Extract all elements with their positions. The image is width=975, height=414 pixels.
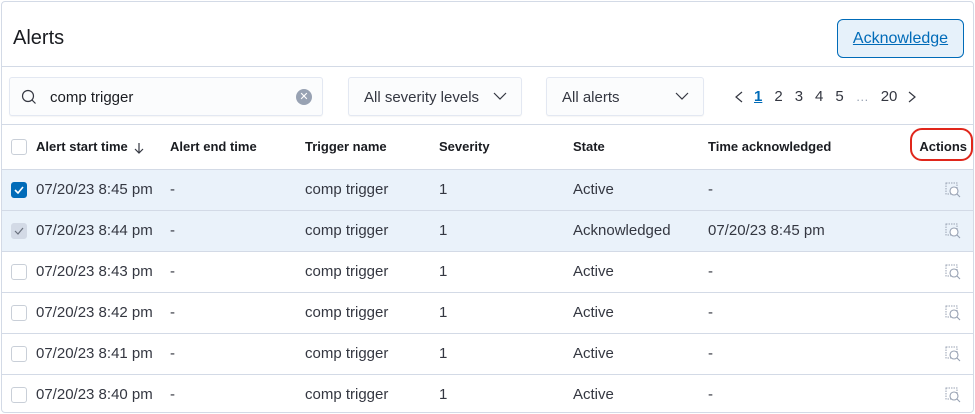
severity: 1 — [439, 333, 573, 375]
page-4-button[interactable]: 4 — [815, 88, 824, 105]
row-checkbox[interactable] — [11, 264, 27, 281]
state: Active — [573, 251, 708, 293]
state: Active — [573, 292, 708, 334]
severity: 1 — [439, 292, 573, 334]
table-row[interactable]: 07/20/23 8:40 pm - comp trigger 1 Active… — [2, 374, 973, 412]
state: Acknowledged — [573, 210, 708, 252]
inspect-icon[interactable] — [945, 346, 961, 362]
row-checkbox[interactable] — [11, 346, 27, 363]
chevron-down-icon — [675, 92, 689, 100]
inspect-icon[interactable] — [945, 182, 961, 198]
chevron-left-icon — [735, 91, 743, 102]
alert-end-time: - — [170, 333, 305, 375]
time-acknowledged: - — [708, 169, 888, 211]
search-value[interactable]: comp trigger — [50, 89, 134, 106]
clear-icon[interactable]: ✕ — [296, 89, 312, 105]
trigger-name: comp trigger — [305, 374, 439, 412]
panel-header: Alerts Acknowledge — [2, 2, 973, 67]
row-checkbox[interactable] — [11, 305, 27, 322]
state: Active — [573, 169, 708, 211]
page-3-button[interactable]: 3 — [794, 88, 804, 105]
pagination: 1 2 3 4 5 … 20 — [730, 77, 921, 116]
page-5-button[interactable]: 5 — [835, 88, 844, 105]
alerts-select-value: All alerts — [562, 89, 620, 106]
inspect-icon[interactable] — [945, 223, 961, 239]
search-input[interactable]: comp trigger ✕ — [9, 77, 323, 116]
inspect-icon[interactable] — [945, 387, 961, 403]
filter-toolbar: comp trigger ✕ All severity levels All a… — [2, 67, 973, 125]
severity: 1 — [439, 169, 573, 211]
alert-start-time: 07/20/23 8:43 pm — [36, 251, 170, 293]
chevron-down-icon — [493, 92, 507, 100]
trigger-name: comp trigger — [305, 251, 439, 293]
trigger-name: comp trigger — [305, 210, 439, 252]
alert-start-time: 07/20/23 8:45 pm — [36, 169, 170, 211]
state: Active — [573, 374, 708, 412]
column-header-actions: Actions — [888, 125, 973, 170]
column-header-alert-start-time[interactable]: Alert start time — [36, 125, 170, 170]
row-checkbox[interactable] — [11, 182, 27, 199]
alerts-state-select[interactable]: All alerts — [546, 77, 704, 116]
alert-start-time: 07/20/23 8:41 pm — [36, 333, 170, 375]
severity: 1 — [439, 374, 573, 412]
column-header-alert-end-time[interactable]: Alert end time — [170, 125, 305, 170]
severity: 1 — [439, 210, 573, 252]
table-row[interactable]: 07/20/23 8:44 pm - comp trigger 1 Acknow… — [2, 210, 973, 252]
time-acknowledged: - — [708, 292, 888, 334]
check-icon — [14, 186, 24, 195]
severity: 1 — [439, 251, 573, 293]
column-header-state[interactable]: State — [573, 125, 708, 170]
select-all-cell — [2, 125, 36, 170]
severity-select[interactable]: All severity levels — [348, 77, 522, 116]
inspect-icon[interactable] — [945, 264, 961, 280]
page-1-button[interactable]: 1 — [754, 88, 763, 105]
page-20-button[interactable]: 20 — [880, 88, 898, 105]
table-row[interactable]: 07/20/23 8:41 pm - comp trigger 1 Active… — [2, 333, 973, 375]
table-row[interactable]: 07/20/23 8:43 pm - comp trigger 1 Active… — [2, 251, 973, 293]
search-icon — [21, 89, 36, 104]
time-acknowledged: - — [708, 333, 888, 375]
row-checkbox-disabled — [11, 223, 27, 240]
time-acknowledged: - — [708, 374, 888, 412]
highlight-ring — [910, 128, 973, 162]
trigger-name: comp trigger — [305, 333, 439, 375]
alert-start-time: 07/20/23 8:42 pm — [36, 292, 170, 334]
row-checkbox[interactable] — [11, 387, 27, 404]
table-header-row: Alert start time Alert end time Trigger … — [2, 125, 973, 170]
next-page-button[interactable] — [903, 77, 921, 116]
column-header-severity[interactable]: Severity — [439, 125, 573, 170]
check-icon — [14, 227, 24, 235]
time-acknowledged: 07/20/23 8:45 pm — [708, 210, 888, 252]
alert-start-time: 07/20/23 8:40 pm — [36, 374, 170, 412]
column-header-time-acknowledged[interactable]: Time acknowledged — [708, 125, 888, 170]
trigger-name: comp trigger — [305, 169, 439, 211]
previous-page-button[interactable] — [730, 77, 748, 116]
time-acknowledged: - — [708, 251, 888, 293]
pagination-ellipsis: … — [855, 89, 869, 104]
severity-select-value: All severity levels — [364, 89, 480, 106]
alert-start-time: 07/20/23 8:44 pm — [36, 210, 170, 252]
chevron-right-icon — [909, 91, 917, 102]
state: Active — [573, 333, 708, 375]
trigger-name: comp trigger — [305, 292, 439, 334]
acknowledge-button[interactable]: Acknowledge — [837, 19, 964, 58]
page-2-button[interactable]: 2 — [774, 88, 783, 105]
column-header-trigger-name[interactable]: Trigger name — [305, 125, 439, 170]
alert-end-time: - — [170, 210, 305, 252]
alert-end-time: - — [170, 292, 305, 334]
alert-end-time: - — [170, 251, 305, 293]
inspect-icon[interactable] — [945, 305, 961, 321]
sort-descending-icon — [134, 142, 144, 154]
alerts-table: Alert start time Alert end time Trigger … — [2, 125, 973, 412]
table-row[interactable]: 07/20/23 8:45 pm - comp trigger 1 Active… — [2, 169, 973, 211]
select-all-checkbox[interactable] — [11, 139, 27, 156]
alert-end-time: - — [170, 374, 305, 412]
table-row[interactable]: 07/20/23 8:42 pm - comp trigger 1 Active… — [2, 292, 973, 334]
alert-end-time: - — [170, 169, 305, 211]
page-title: Alerts — [13, 27, 65, 49]
